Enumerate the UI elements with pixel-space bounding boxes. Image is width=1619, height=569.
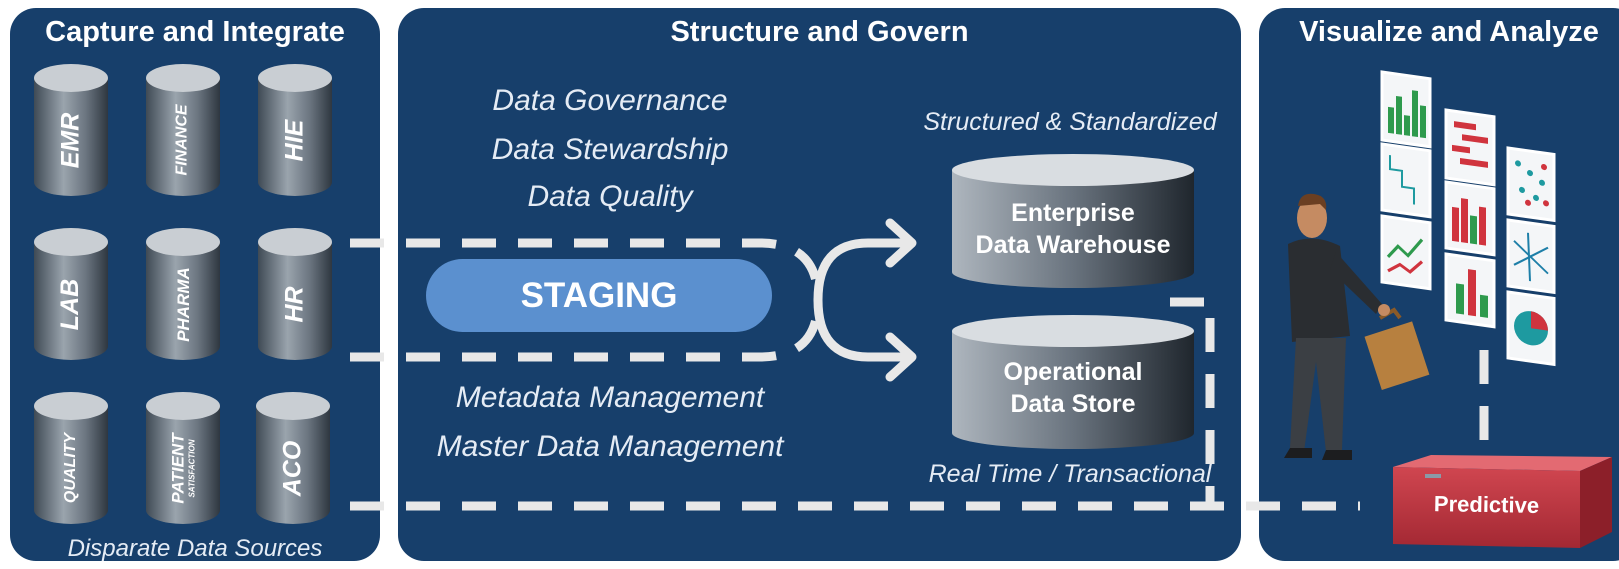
source-label-lab: LAB [56,278,85,330]
capture-integrate-title: Capture and Integrate [45,16,345,48]
governance-item: Data Stewardship [491,133,729,166]
source-cylinder-finance: FINANCE [146,64,220,196]
source-cylinder-hie: HIE [258,64,332,196]
source-cylinder-aco: ACO [256,392,330,524]
source-label-pharma: PHARMA [173,266,193,342]
connector-top [350,238,823,301]
edw-cylinder [952,154,1194,288]
source-cylinder-lab: LAB [34,228,108,360]
edw-caption: Structured & Standardized [923,108,1217,136]
structure-govern-title: Structure and Govern [670,16,969,48]
source-label-patient: PATIENT [168,432,188,504]
ods-label: Operational Data Store [952,356,1194,420]
arrow-head-ods [885,332,917,382]
governance-item: Data Governance [492,84,728,117]
visualize-analyze-title: Visualize and Analyze [1299,16,1599,48]
sources-caption: Disparate Data Sources [67,535,323,562]
source-cylinder-patient-satisfaction: PATIENT SATISFACTION [146,392,220,524]
ods-caption: Real Time / Transactional [928,460,1212,488]
split-arrows [813,218,917,382]
connector-bottom [350,299,823,362]
source-label-hie: HIE [280,119,309,161]
ods-label-line2: Data Store [1010,390,1136,418]
edw-label-line1: Enterprise [1011,199,1135,227]
edw-label: Enterprise Data Warehouse [952,197,1194,261]
source-cylinder-pharma: PHARMA [146,228,220,360]
connector-ods-predictive [1170,297,1215,506]
edw-label-line2: Data Warehouse [975,231,1171,259]
management-item: Master Data Management [436,430,784,463]
source-label-finance: FINANCE [173,104,191,176]
source-label-emr: EMR [56,112,85,168]
dashed-connectors [350,238,1489,511]
staging-pill: STAGING [426,259,772,332]
source-sublabel-satisfaction: SATISFACTION [187,438,197,498]
ods-label-line1: Operational [1003,358,1143,386]
arrow-to-edw [813,238,913,305]
source-cylinder-emr: EMR [34,64,108,196]
source-label-aco: ACO [278,440,307,496]
predictive-box [1393,455,1612,548]
source-label-hr: HR [280,285,309,323]
businessman-figure [1284,193,1430,460]
management-item: Metadata Management [455,381,765,414]
source-cylinder-hr: HR [258,228,332,360]
dashboard-grid [1380,70,1556,367]
source-cylinder-quality: QUALITY [34,392,108,524]
source-label-quality: QUALITY [62,432,79,504]
arrow-to-ods [813,295,913,362]
arrow-head-edw [885,218,917,268]
ods-cylinder [952,315,1194,449]
predictive-label: Predictive [1433,491,1540,518]
governance-item: Data Quality [527,180,693,213]
